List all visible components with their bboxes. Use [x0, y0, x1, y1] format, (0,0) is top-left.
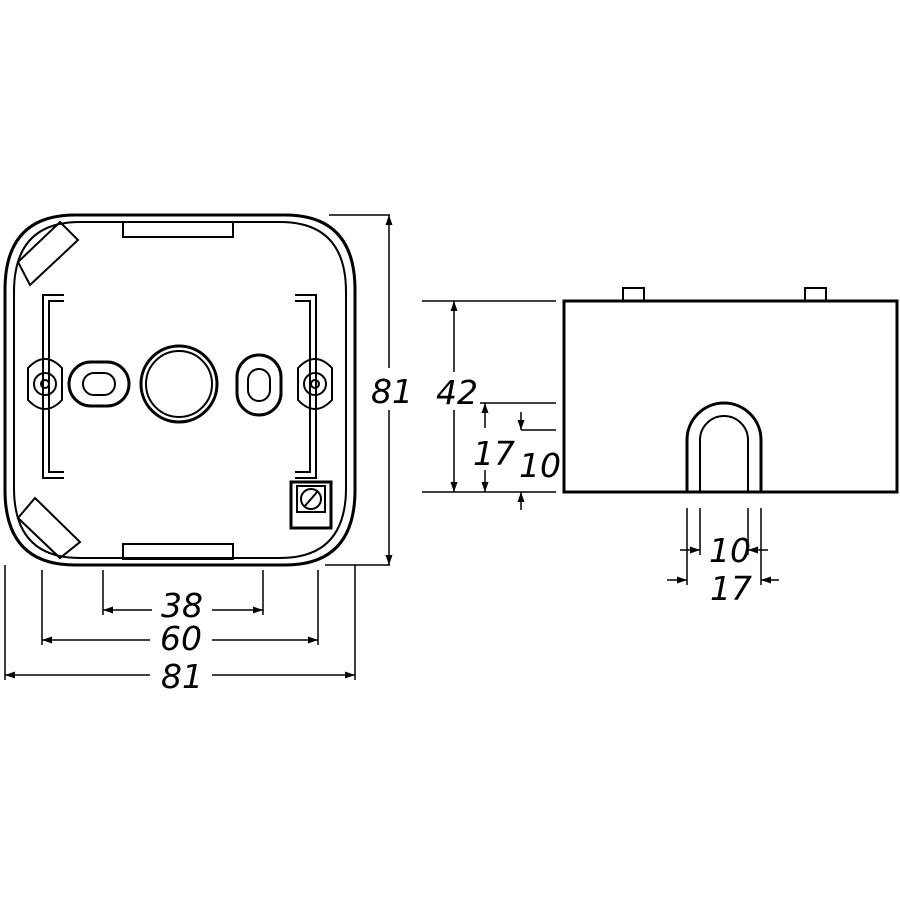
dim-38-label: 38 — [161, 586, 203, 625]
center-round-hole — [139, 344, 219, 424]
ground-terminal — [289, 480, 333, 530]
right-screw-mount — [297, 358, 333, 410]
dim-17-vertical-label: 17 — [473, 434, 515, 473]
left-slot-hole — [67, 360, 131, 408]
dim-81-width-label: 81 — [161, 657, 203, 696]
dim-81-height-label: 81 — [371, 372, 413, 411]
side-cable-slot — [685, 401, 763, 492]
corner-tab-top-left — [16, 220, 80, 287]
right-bracket — [295, 294, 317, 479]
dim-10-horizontal-label: 10 — [709, 531, 751, 570]
right-slot-hole — [235, 353, 283, 417]
bottom-clip — [122, 543, 234, 560]
side-view: 42 17 10 10 17 — [422, 287, 899, 608]
corner-tab-bottom-left — [16, 496, 82, 560]
side-extension-lines — [422, 300, 762, 585]
dim-60-label: 60 — [160, 619, 202, 658]
side-nub-left — [622, 287, 645, 302]
box-outer-outline — [3, 213, 357, 567]
left-bracket — [42, 294, 64, 479]
side-nub-right — [804, 287, 827, 302]
front-view: 38 60 81 81 — [3, 213, 413, 696]
side-body — [562, 299, 899, 494]
dim-10-vertical-label: 10 — [519, 446, 561, 485]
front-extension-lines — [4, 214, 390, 680]
dim-17-horizontal-label: 17 — [710, 569, 752, 608]
dim-42-label: 42 — [436, 373, 478, 412]
left-screw-mount — [27, 358, 63, 410]
top-clip — [122, 221, 234, 238]
